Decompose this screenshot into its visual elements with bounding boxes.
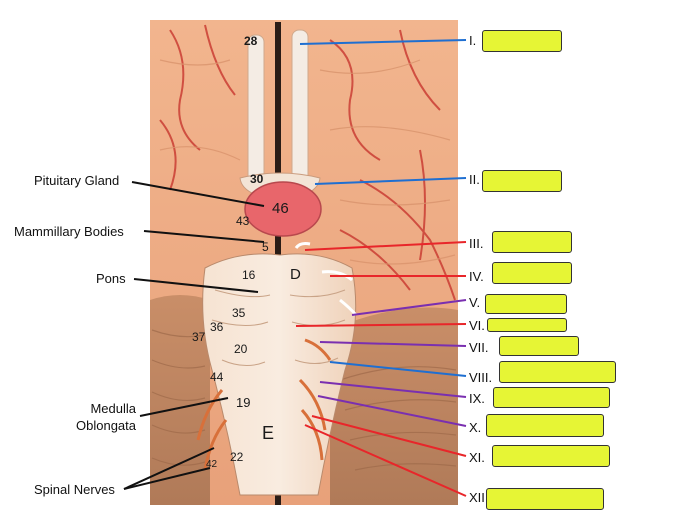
answer-box-II[interactable] <box>482 170 562 192</box>
line-mammillary <box>143 230 265 243</box>
model-number: D <box>290 266 301 283</box>
answer-box-VIII[interactable] <box>499 361 616 383</box>
line-cn-I <box>299 39 467 45</box>
nerve-label-VI: VI. <box>469 318 485 333</box>
line-cn-III <box>304 241 467 251</box>
model-number: 42 <box>206 459 218 470</box>
line-cn-X <box>317 395 467 427</box>
answer-box-X[interactable] <box>486 414 604 437</box>
answer-box-VI[interactable] <box>487 318 567 332</box>
nerve-label-II: II. <box>469 172 480 187</box>
model-number: 16 <box>242 268 256 282</box>
model-number: 36 <box>210 320 224 334</box>
nerve-label-I: I. <box>469 33 477 48</box>
answer-box-III[interactable] <box>492 231 572 253</box>
model-number: 5 <box>262 240 269 254</box>
label-oblongata: Oblongata <box>76 418 136 433</box>
model-number: 28 <box>244 34 258 48</box>
label-pons: Pons <box>96 271 126 286</box>
model-number: 20 <box>234 342 248 356</box>
line-cn-XII <box>304 424 467 497</box>
line-cn-IX <box>319 381 467 398</box>
label-medulla: Medulla <box>90 401 136 416</box>
nerve-label-VII: VII. <box>469 340 489 355</box>
line-medulla <box>139 397 229 417</box>
line-cn-XI <box>311 415 467 457</box>
model-number: 43 <box>236 214 250 228</box>
nerve-label-IV: IV. <box>469 269 484 284</box>
answer-box-VII[interactable] <box>499 336 579 356</box>
line-cn-VIII <box>329 361 467 377</box>
model-number: 44 <box>210 370 224 384</box>
line-cn-VII <box>319 341 467 347</box>
label-pituitary-gland: Pituitary Gland <box>34 173 120 188</box>
nerve-label-III: III. <box>469 236 484 251</box>
line-cn-V <box>351 299 467 316</box>
pituitary-gland <box>244 181 322 237</box>
answer-box-V[interactable] <box>485 294 567 314</box>
olfactory-tract-left <box>247 34 265 186</box>
model-number: 19 <box>236 395 251 410</box>
line-cn-II <box>314 177 467 185</box>
line-cn-VI <box>295 323 467 327</box>
model-number: 37 <box>192 330 206 344</box>
answer-box-I[interactable] <box>482 30 562 52</box>
nerve-label-XI: XI. <box>469 450 485 465</box>
label-mammillary-bodies: Mammillary Bodies <box>14 224 124 239</box>
answer-box-IV[interactable] <box>492 262 572 284</box>
model-number: E <box>262 423 275 443</box>
nerve-label-IX: IX. <box>469 391 485 406</box>
cerebellum-right <box>330 307 458 505</box>
line-pons <box>133 278 259 293</box>
line-spinal-1 <box>123 447 215 490</box>
model-number: 30 <box>250 172 264 186</box>
answer-box-IX[interactable] <box>493 387 610 408</box>
nerve-label-VIII: VIII. <box>469 370 493 385</box>
model-number: 46 <box>272 200 289 217</box>
model-number: 22 <box>230 450 244 464</box>
nerve-label-X: X. <box>469 420 482 435</box>
model-number: 35 <box>232 306 246 320</box>
line-pituitary <box>131 181 265 207</box>
answer-box-XII[interactable] <box>486 488 604 510</box>
nerve-label-XII: XII. <box>469 490 489 505</box>
nerve-label-V: V. <box>469 295 481 310</box>
olfactory-tract-right <box>291 29 309 191</box>
label-spinal-nerves: Spinal Nerves <box>34 482 115 497</box>
line-spinal-2 <box>123 467 211 490</box>
answer-box-XI[interactable] <box>492 445 610 467</box>
